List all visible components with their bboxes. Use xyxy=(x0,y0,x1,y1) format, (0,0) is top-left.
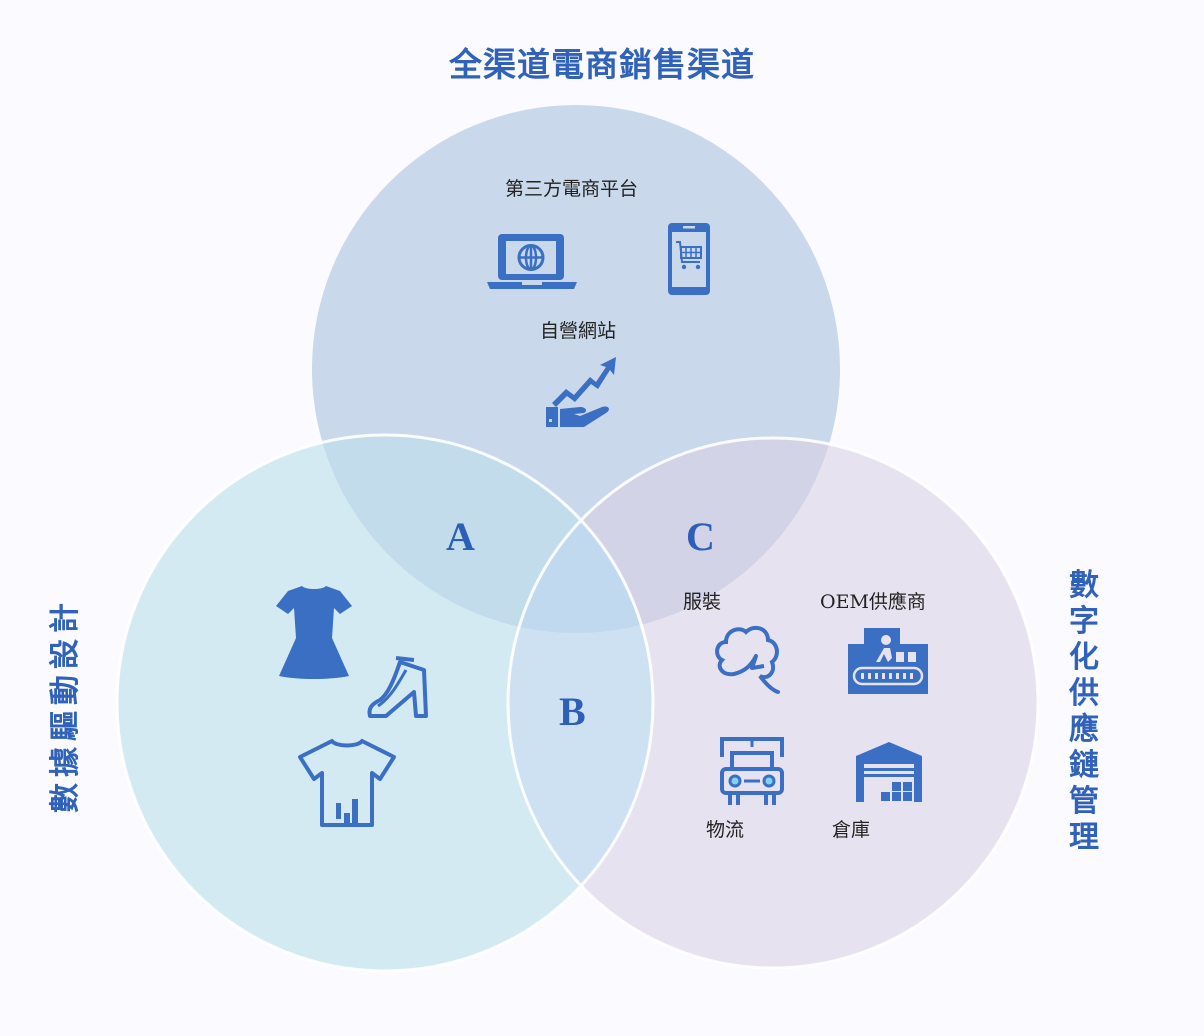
right-vertical-label: 數 字 化 供 應 鏈 管 理 xyxy=(1066,568,1102,856)
right-label-char: 鏈 xyxy=(1069,748,1099,783)
logistics-label: 物流 xyxy=(706,819,745,841)
oem-supplier-label: OEM供應商 xyxy=(820,591,926,613)
phone-cart-icon xyxy=(668,223,710,295)
right-label-char: 數 xyxy=(1069,568,1099,603)
left-label-char: 驅 xyxy=(48,711,83,741)
cotton-icon xyxy=(715,625,780,694)
overlap-c xyxy=(508,438,840,633)
overlap-a xyxy=(312,435,653,633)
own-website-label: 自營網站 xyxy=(540,320,617,342)
intersection-b-label: B xyxy=(559,689,586,734)
right-label-char: 字 xyxy=(1069,604,1099,639)
right-label-char: 管 xyxy=(1069,784,1099,819)
dress-icon xyxy=(276,586,352,679)
left-label-char: 據 xyxy=(48,747,83,777)
tshirt-chart-icon xyxy=(298,739,396,827)
right-label-char: 化 xyxy=(1069,640,1099,675)
apparel-label: 服裝 xyxy=(683,591,722,613)
laptop-globe-icon xyxy=(487,234,577,289)
factory-conveyor-icon xyxy=(848,628,928,694)
warehouse-icon xyxy=(856,742,922,802)
left-label-char: 設 xyxy=(48,639,83,669)
high-heel-shoe-icon xyxy=(367,656,428,718)
diagram-title: 全渠道電商銷售渠道 xyxy=(449,45,755,84)
intersection-a-label: A xyxy=(446,514,475,559)
truck-icon xyxy=(720,737,784,805)
right-label-char: 應 xyxy=(1069,712,1099,747)
third-party-platform-label: 第三方電商平台 xyxy=(505,178,639,200)
intersection-c-label: C xyxy=(686,514,715,559)
left-label-char: 動 xyxy=(48,675,83,705)
hand-growth-chart-icon xyxy=(546,357,616,427)
warehouse-label: 倉庫 xyxy=(832,819,871,841)
left-vertical-label: 計 設 動 驅 據 數 xyxy=(48,600,84,816)
right-label-char: 理 xyxy=(1069,820,1099,855)
left-label-char: 計 xyxy=(48,603,83,633)
right-label-char: 供 xyxy=(1069,676,1099,711)
left-label-char: 數 xyxy=(48,783,83,813)
